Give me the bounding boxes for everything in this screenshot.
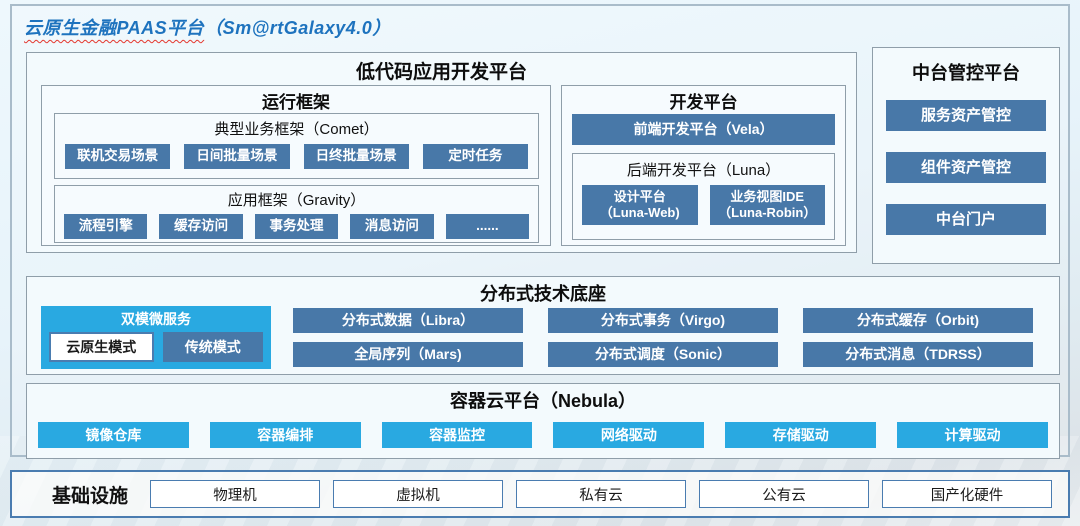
runtime-framework-panel: 运行框架 典型业务框架（Comet） 联机交易场景 日间批量场景 日终批量场景 … [41, 85, 551, 246]
gravity-framework-box: 应用框架（Gravity） 流程引擎 缓存访问 事务处理 消息访问 ...... [54, 185, 539, 243]
block-scheduled-tasks: 定时任务 [422, 144, 528, 169]
middle-platform-panel: 中台管控平台 服务资产管控 组件资产管控 中台门户 [872, 47, 1060, 264]
block-component-asset-control: 组件资产管控 [886, 152, 1046, 183]
block-network-driver: 网络驱动 [553, 422, 705, 448]
comet-items-row: 联机交易场景 日间批量场景 日终批量场景 定时任务 [55, 139, 538, 169]
block-cloud-native-mode: 云原生模式 [49, 332, 154, 362]
dev-platform-title: 开发平台 [669, 93, 738, 112]
infrastructure-row: 物理机 虚拟机 私有云 公有云 国产化硬件 [150, 480, 1053, 508]
low-code-platform-title: 低代码应用开发平台 [355, 62, 527, 83]
block-global-sequence-mars: 全局序列（Mars) [293, 342, 523, 367]
block-distributed-cache-orbit: 分布式缓存（Orbit) [803, 308, 1033, 333]
page-title-suffix: （Sm@rtGalaxy4.0） [204, 18, 391, 38]
block-message-access: 消息访问 [350, 214, 434, 239]
block-cache-access: 缓存访问 [159, 214, 243, 239]
block-virtual-machine: 虚拟机 [333, 480, 504, 508]
block-distributed-message-tdrss: 分布式消息（TDRSS） [803, 342, 1033, 367]
luna-items-row: 设计平台 （Luna-Web) 业务视图IDE （Luna-Robin） [573, 180, 834, 225]
backend-luna-title: 后端开发平台（Luna） [626, 162, 781, 179]
block-distributed-transaction-virgo: 分布式事务（Virgo) [548, 308, 778, 333]
block-image-registry: 镜像仓库 [38, 422, 189, 448]
block-storage-driver: 存储驱动 [725, 422, 877, 448]
block-endofday-batch: 日终批量场景 [303, 144, 409, 169]
infrastructure-panel: 基础设施 物理机 虚拟机 私有云 公有云 国产化硬件 [10, 470, 1070, 518]
block-service-asset-control: 服务资产管控 [886, 100, 1046, 131]
runtime-framework-title: 运行框架 [262, 93, 330, 112]
comet-framework-title: 典型业务框架（Comet） [214, 121, 379, 138]
container-cloud-panel: 容器云平台（Nebula） 镜像仓库 容器编排 容器监控 网络驱动 存储驱动 计… [26, 383, 1060, 459]
block-ellipsis: ...... [445, 214, 530, 239]
block-domestic-hardware: 国产化硬件 [882, 480, 1053, 508]
luna-robin-line2: （Luna-Robin） [718, 205, 817, 220]
backend-luna-box: 后端开发平台（Luna） 设计平台 （Luna-Web) 业务视图IDE （Lu… [572, 153, 835, 240]
block-luna-robin: 业务视图IDE （Luna-Robin） [709, 185, 825, 225]
block-frontend-vela: 前端开发平台（Vela） [572, 114, 835, 145]
distributed-grid: 分布式数据（Libra） 分布式事务（Virgo) 分布式缓存（Orbit) 全… [293, 308, 1033, 367]
block-traditional-mode: 传统模式 [162, 332, 263, 362]
luna-web-line2: （Luna-Web) [599, 205, 680, 220]
page-title: 云原生金融PAAS平台（Sm@rtGalaxy4.0） [24, 14, 391, 40]
gravity-items-row: 流程引擎 缓存访问 事务处理 消息访问 ...... [55, 210, 538, 239]
block-distributed-data-libra: 分布式数据（Libra） [293, 308, 523, 333]
block-daytime-batch: 日间批量场景 [184, 144, 290, 169]
block-public-cloud: 公有云 [699, 480, 870, 508]
gravity-framework-title: 应用框架（Gravity） [227, 192, 366, 209]
distributed-base-panel: 分布式技术底座 双模微服务 云原生模式 传统模式 分布式数据（Libra） 分布… [26, 276, 1060, 375]
page-title-main: 云原生金融PAAS平台 [24, 18, 205, 38]
block-private-cloud: 私有云 [516, 480, 687, 508]
luna-web-line1: 设计平台 [613, 189, 666, 205]
dual-mode-microservice-box: 双模微服务 云原生模式 传统模式 [41, 306, 271, 369]
block-transaction-processing: 事务处理 [254, 214, 339, 239]
main-container: 云原生金融PAAS平台（Sm@rtGalaxy4.0） 低代码应用开发平台 运行… [10, 4, 1070, 459]
dual-mode-row: 云原生模式 传统模式 [41, 329, 271, 362]
container-cloud-title: 容器云平台（Nebula） [449, 391, 636, 411]
block-container-orchestration: 容器编排 [209, 422, 361, 448]
low-code-platform-panel: 低代码应用开发平台 运行框架 典型业务框架（Comet） 联机交易场景 日间批量… [26, 52, 857, 253]
middle-platform-title: 中台管控平台 [912, 63, 1020, 83]
block-luna-web: 设计平台 （Luna-Web) [582, 185, 698, 225]
infrastructure-title: 基础设施 [52, 485, 129, 507]
block-container-monitoring: 容器监控 [381, 422, 533, 448]
block-distributed-scheduling-sonic: 分布式调度（Sonic） [548, 342, 778, 367]
dev-platform-panel: 开发平台 前端开发平台（Vela） 后端开发平台（Luna） 设计平台 （Lun… [561, 85, 846, 246]
luna-robin-line1: 业务视图IDE [730, 189, 805, 205]
block-process-engine: 流程引擎 [64, 214, 148, 239]
distributed-base-title: 分布式技术底座 [480, 284, 606, 304]
block-physical-machine: 物理机 [150, 480, 321, 508]
dual-mode-title: 双模微服务 [121, 311, 191, 327]
block-compute-driver: 计算驱动 [897, 422, 1048, 448]
block-middle-platform-portal: 中台门户 [886, 204, 1046, 235]
comet-framework-box: 典型业务框架（Comet） 联机交易场景 日间批量场景 日终批量场景 定时任务 [54, 113, 539, 179]
container-cloud-row: 镜像仓库 容器编排 容器监控 网络驱动 存储驱动 计算驱动 [27, 413, 1059, 448]
block-online-transaction: 联机交易场景 [65, 144, 171, 169]
